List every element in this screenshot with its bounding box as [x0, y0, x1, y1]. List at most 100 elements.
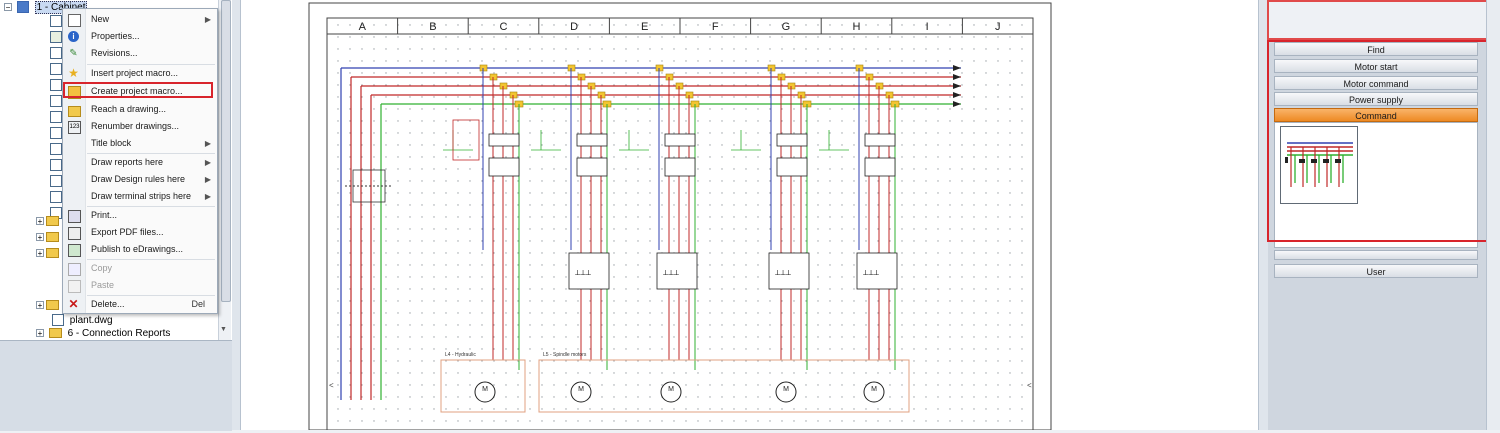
- column-label-e: E: [641, 21, 648, 33]
- menu-item-insert-project-macro[interactable]: ★ Insert project macro...: [68, 66, 179, 80]
- table-icon[interactable]: [50, 31, 62, 44]
- menu-item-new[interactable]: New ▶: [63, 11, 217, 28]
- drawing-icon[interactable]: [50, 79, 62, 92]
- expand-icon[interactable]: +: [36, 329, 44, 339]
- dwg-file-icon: [52, 314, 64, 327]
- book-icon: [16, 1, 29, 14]
- expand-icon[interactable]: +: [36, 301, 44, 311]
- branch-circuit: [443, 64, 524, 370]
- tree-item-label: 6 - Connection Reports: [67, 328, 171, 339]
- shortcut-label: Del: [191, 299, 205, 309]
- tree-folder[interactable]: +: [36, 246, 59, 262]
- svg-text:⟂⟂⟂: ⟂⟂⟂: [575, 268, 592, 277]
- expand-icon[interactable]: +: [36, 249, 44, 259]
- folder-icon: [46, 300, 59, 311]
- drawing-icon[interactable]: [50, 63, 62, 76]
- tree-item-plant[interactable]: plant.dwg: [52, 313, 113, 329]
- menu-item-draw-reports[interactable]: Draw reports here ▶: [63, 154, 217, 171]
- library-button-motor-command[interactable]: Motor command: [1274, 76, 1478, 90]
- svg-text:M: M: [668, 386, 674, 393]
- branch-circuit: ⟂⟂⟂: [731, 64, 812, 370]
- library-button-motor-start[interactable]: Motor start: [1274, 59, 1478, 73]
- copy-icon: [68, 263, 81, 276]
- scroll-thumb[interactable]: [221, 0, 231, 302]
- submenu-arrow-icon: ▶: [204, 139, 211, 148]
- library-splitter-bar[interactable]: [1274, 250, 1478, 260]
- library-button-power-supply[interactable]: Power supply: [1274, 92, 1478, 106]
- tree-folder[interactable]: +: [36, 230, 59, 246]
- delete-x-icon: ✕: [68, 297, 79, 311]
- drawing-icon[interactable]: [50, 15, 62, 28]
- column-label-f: F: [712, 21, 719, 33]
- highlight-library-header: [1267, 0, 1495, 40]
- column-label-j: J: [995, 21, 1001, 33]
- motor-symbol: M: [775, 381, 797, 403]
- svg-text:<: <: [329, 381, 334, 390]
- right-scrollbar[interactable]: [1486, 0, 1500, 430]
- expand-icon[interactable]: +: [36, 233, 44, 243]
- collapse-icon[interactable]: −: [4, 3, 12, 13]
- menu-item-export-pdf[interactable]: Export PDF files...: [63, 224, 217, 241]
- library-button-user[interactable]: User: [1274, 264, 1478, 278]
- menu-item-title-block[interactable]: Title block ▶: [63, 135, 217, 152]
- box-label-hydraulic: L4 - Hydraulic: [445, 352, 476, 358]
- panel-splitter[interactable]: [232, 0, 241, 430]
- menu-item-revisions[interactable]: ✎ Revisions...: [69, 48, 138, 59]
- menu-item-renumber[interactable]: 123 Renumber drawings...: [63, 118, 217, 135]
- menu-item-create-project-macro[interactable]: Create project macro...: [63, 83, 217, 100]
- info-icon: i: [68, 31, 79, 42]
- branch-circuit: ⟂⟂⟂: [819, 64, 900, 370]
- drawing-icon[interactable]: [50, 95, 62, 108]
- menu-item-print[interactable]: Print...: [63, 207, 217, 224]
- printer-icon: [68, 210, 81, 223]
- drawing-icon[interactable]: [50, 127, 62, 140]
- column-label-c: C: [500, 21, 508, 33]
- edrawings-icon: [68, 244, 81, 257]
- tree-folder[interactable]: +: [36, 214, 59, 230]
- sheet-frame: [326, 17, 1034, 431]
- column-label-g: G: [782, 21, 791, 33]
- folder-icon: [48, 328, 62, 339]
- drawing-icon[interactable]: [50, 111, 62, 124]
- drawing-icon[interactable]: [50, 47, 62, 60]
- column-label-b: B: [429, 21, 436, 33]
- tree-scrollbar[interactable]: ▼: [218, 0, 231, 340]
- tree-folder[interactable]: +: [36, 298, 59, 314]
- menu-item-properties[interactable]: i Properties...: [63, 28, 217, 45]
- column-label-i: I: [926, 21, 929, 33]
- menu-item-reach-drawing[interactable]: Reach a drawing...: [63, 101, 217, 118]
- svg-text:⟂⟂⟂: ⟂⟂⟂: [863, 268, 880, 277]
- pdf-icon: [68, 227, 81, 240]
- context-menu: New ▶ i Properties... ✎ Revisions... ★ I…: [62, 8, 218, 314]
- drawing-icon[interactable]: [50, 191, 62, 204]
- menu-separator: [87, 153, 215, 154]
- menu-item-publish-edrawings[interactable]: Publish to eDrawings...: [63, 241, 217, 258]
- folder-icon: [46, 216, 59, 227]
- panel-splitter[interactable]: [1258, 0, 1269, 430]
- macro-thumbnail-preview: [1285, 142, 1353, 187]
- highlight-library-command: [1267, 40, 1491, 242]
- drawing-icon[interactable]: [50, 175, 62, 188]
- menu-item-delete[interactable]: ✕ Delete... Del: [68, 297, 205, 311]
- tree-item-connection-reports[interactable]: + 6 - Connection Reports: [36, 326, 170, 342]
- motor-symbol: M: [474, 381, 496, 403]
- library-button-command[interactable]: Command: [1274, 108, 1478, 122]
- drawing-icon[interactable]: [50, 159, 62, 172]
- drawing-icon[interactable]: [50, 143, 62, 156]
- folder-icon: [46, 248, 59, 259]
- menu-item-draw-terminal-strips[interactable]: Draw terminal strips here ▶: [63, 188, 217, 205]
- menu-separator: [87, 206, 215, 207]
- macro-thumbnail[interactable]: [1280, 126, 1358, 204]
- menu-separator: [87, 259, 215, 260]
- scroll-down-arrow-icon[interactable]: ▼: [220, 326, 227, 333]
- library-button-find[interactable]: Find: [1274, 42, 1478, 56]
- expand-icon[interactable]: +: [36, 217, 44, 227]
- menu-item-draw-design-rules[interactable]: Draw Design rules here ▶: [63, 171, 217, 188]
- branch-circuit: ⟂⟂⟂: [531, 64, 612, 370]
- folder-icon: [46, 232, 59, 243]
- svg-text:⟂⟂⟂: ⟂⟂⟂: [663, 268, 680, 277]
- submenu-arrow-icon: ▶: [204, 15, 211, 24]
- paste-icon: [68, 280, 81, 293]
- column-label-h: H: [853, 21, 861, 33]
